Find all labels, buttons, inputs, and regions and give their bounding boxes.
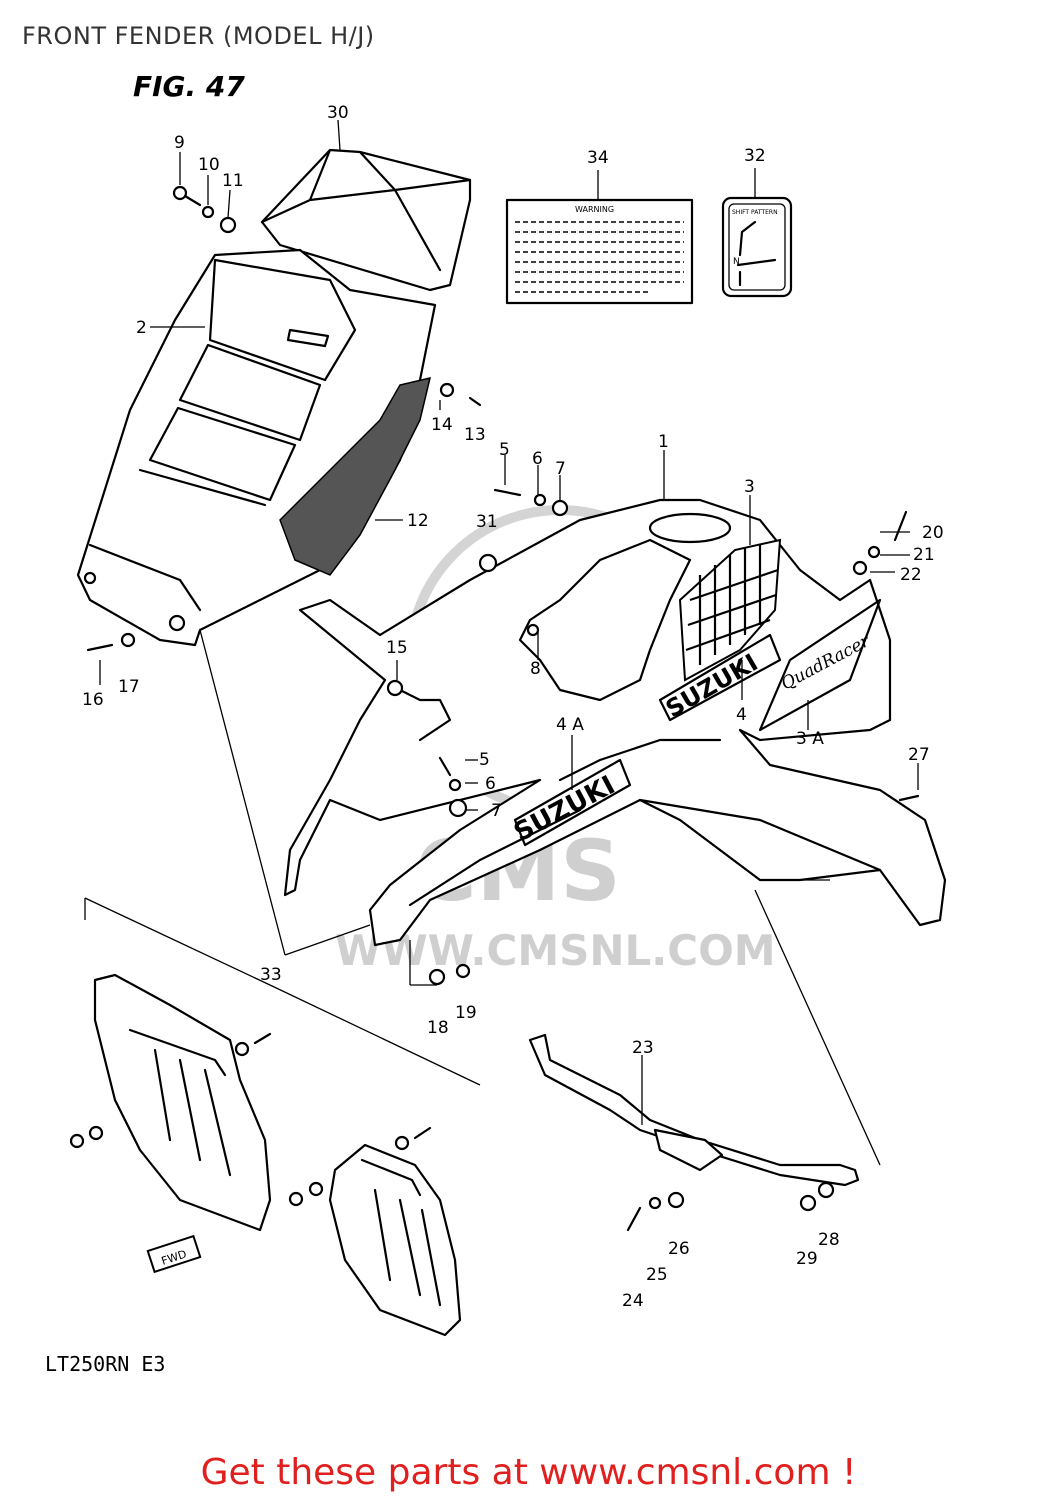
callout-21: 21 — [913, 545, 935, 565]
watermark-url: WWW.CMSNL.COM — [335, 926, 776, 975]
callout-22: 22 — [900, 565, 922, 585]
part-12-mesh — [279, 376, 432, 576]
callout-7-mid: 7 — [491, 801, 502, 821]
callout-29: 29 — [796, 1249, 818, 1269]
part-32-shift-decal: SHIFT PATTERN N — [721, 196, 793, 298]
part-23-stay — [528, 1033, 860, 1187]
callout-3: 3 — [744, 477, 755, 497]
callout-27: 27 — [908, 745, 930, 765]
parts-diagram: CMS WWW.CMSNL.COM WARNING — [69, 103, 947, 1337]
figure-number: FIG. 47 — [133, 70, 245, 103]
callout-5-top: 5 — [499, 440, 510, 460]
callout-24: 24 — [622, 1291, 644, 1311]
callout-3a: 3 A — [796, 729, 824, 749]
callout-32: 32 — [744, 146, 766, 166]
shift-header: SHIFT PATTERN — [732, 209, 778, 216]
model-code: LT250RN E3 — [45, 1352, 166, 1376]
callout-33: 33 — [260, 965, 282, 985]
callout-14: 14 — [431, 415, 453, 435]
callouts: 30 9 10 11 34 32 2 14 13 1 5 6 7 3 12 31… — [82, 103, 944, 1311]
callout-34: 34 — [587, 148, 609, 168]
callout-4: 4 — [736, 705, 747, 725]
callout-15: 15 — [386, 638, 408, 658]
callout-7-top: 7 — [555, 459, 566, 479]
callout-8: 8 — [530, 659, 541, 679]
callout-25: 25 — [646, 1265, 668, 1285]
callout-1: 1 — [658, 432, 669, 452]
part-30-cover — [260, 148, 472, 292]
leader-lines — [84, 119, 919, 1166]
callout-26: 26 — [668, 1239, 690, 1259]
callout-4a: 4 A — [556, 715, 584, 735]
callout-9: 9 — [174, 133, 185, 153]
callout-17: 17 — [118, 677, 140, 697]
callout-2: 2 — [136, 318, 147, 338]
callout-23: 23 — [632, 1038, 654, 1058]
shift-neutral: N — [733, 257, 740, 267]
callout-30: 30 — [327, 103, 349, 123]
callout-16: 16 — [82, 690, 104, 710]
callout-20: 20 — [922, 523, 944, 543]
callout-13: 13 — [464, 425, 486, 445]
callout-28: 28 — [818, 1230, 840, 1250]
callout-5-mid: 5 — [479, 750, 490, 770]
callout-12: 12 — [407, 511, 429, 531]
callout-6-top: 6 — [532, 449, 543, 469]
callout-10: 10 — [198, 155, 220, 175]
part-1-front-fender: SUZUKI SUZUKI QuadRacer — [283, 498, 947, 947]
callout-19: 19 — [455, 1003, 477, 1023]
callout-6-mid: 6 — [485, 774, 496, 794]
callout-31: 31 — [476, 512, 498, 532]
callout-11: 11 — [222, 171, 244, 191]
callout-18: 18 — [427, 1018, 449, 1038]
part-34-warning-decal: WARNING — [505, 198, 694, 305]
warning-header: WARNING — [575, 205, 614, 214]
page-title: FRONT FENDER (MODEL H/J) — [22, 22, 375, 50]
cta-link[interactable]: Get these parts at www.cmsnl.com ! — [200, 1452, 857, 1493]
hardware — [69, 185, 920, 1232]
part-33-mud-flaps: FWD — [93, 973, 462, 1337]
